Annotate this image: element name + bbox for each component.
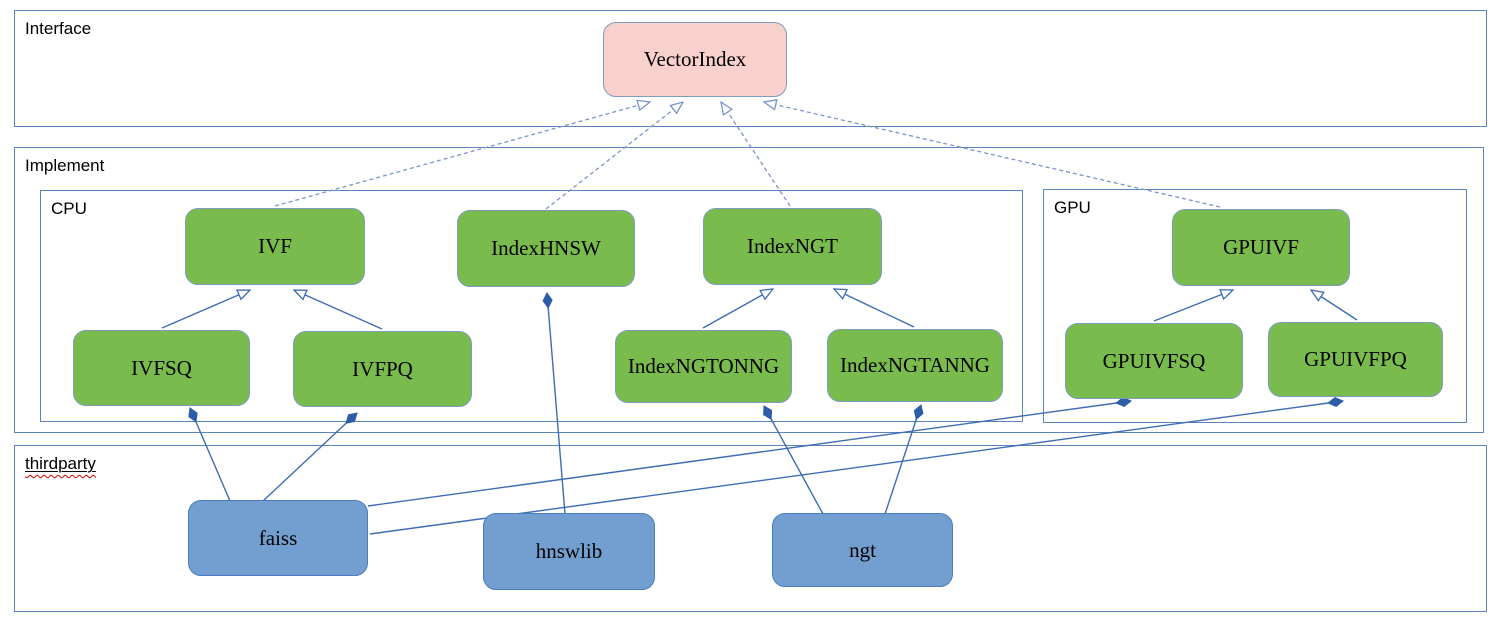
edge-ivf-to-vectorindex <box>274 102 650 207</box>
edge-faiss-to-gpuivfpq <box>369 396 1344 535</box>
edge-indexngt-to-vectorindex <box>721 102 791 207</box>
cpu-group-label: CPU <box>51 199 87 218</box>
implement-layer-container: Implement <box>14 147 1484 433</box>
thirdparty-layer-label: thirdparty <box>25 454 96 474</box>
edge-ngt-to-indexngtonng <box>763 405 824 515</box>
edge-faiss-to-ivfsq <box>188 407 231 502</box>
thirdparty-layer-label-text: thirdparty <box>25 454 96 473</box>
edge-hnswlib-to-indexhnsw <box>542 292 566 515</box>
interface-layer-label: Interface <box>25 19 92 38</box>
edge-gpuivfpq-to-gpuivf <box>1311 290 1358 321</box>
node-ivf: IVF <box>185 208 365 285</box>
edge-indexngtonng-to-indexngt <box>702 289 773 329</box>
edge-ivfsq-to-ivf <box>161 290 250 329</box>
edge-ivfpq-to-ivf <box>294 290 383 330</box>
node-gpuivf: GPUIVF <box>1172 209 1350 286</box>
node-ivfpq: IVFPQ <box>293 331 472 407</box>
node-ivfsq: IVFSQ <box>73 330 250 406</box>
node-faiss: faiss <box>188 500 368 576</box>
node-ngt: ngt <box>772 513 953 587</box>
node-hnswlib: hnswlib <box>483 513 655 590</box>
interface-layer-container: Interface <box>14 10 1487 127</box>
edge-faiss-to-ivfpq <box>262 412 358 502</box>
edge-gpuivf-to-vectorindex <box>764 102 1221 208</box>
edge-ngt-to-indexngtanng <box>884 404 924 515</box>
node-indexngtonng: IndexNGTONNG <box>615 330 792 403</box>
edge-indexhnsw-to-vectorindex <box>545 102 683 210</box>
node-indexngtanng: IndexNGTANNG <box>827 329 1003 402</box>
implement-layer-label: Implement <box>25 156 105 175</box>
gpu-group-container: GPU <box>1043 189 1467 423</box>
node-gpuivfpq: GPUIVFPQ <box>1268 322 1443 397</box>
gpu-group-label: GPU <box>1054 198 1091 217</box>
node-indexngt: IndexNGT <box>703 208 882 285</box>
node-vectorindex: VectorIndex <box>603 22 787 97</box>
edge-gpuivfsq-to-gpuivf <box>1153 290 1233 322</box>
edge-indexngtanng-to-indexngt <box>834 289 915 328</box>
edge-faiss-to-gpuivfsq <box>367 396 1132 507</box>
cpu-group-container: CPU <box>40 190 1023 422</box>
node-gpuivfsq: GPUIVFSQ <box>1065 323 1243 399</box>
node-indexhnsw: IndexHNSW <box>457 210 635 287</box>
thirdparty-layer-container: thirdparty <box>14 445 1487 612</box>
